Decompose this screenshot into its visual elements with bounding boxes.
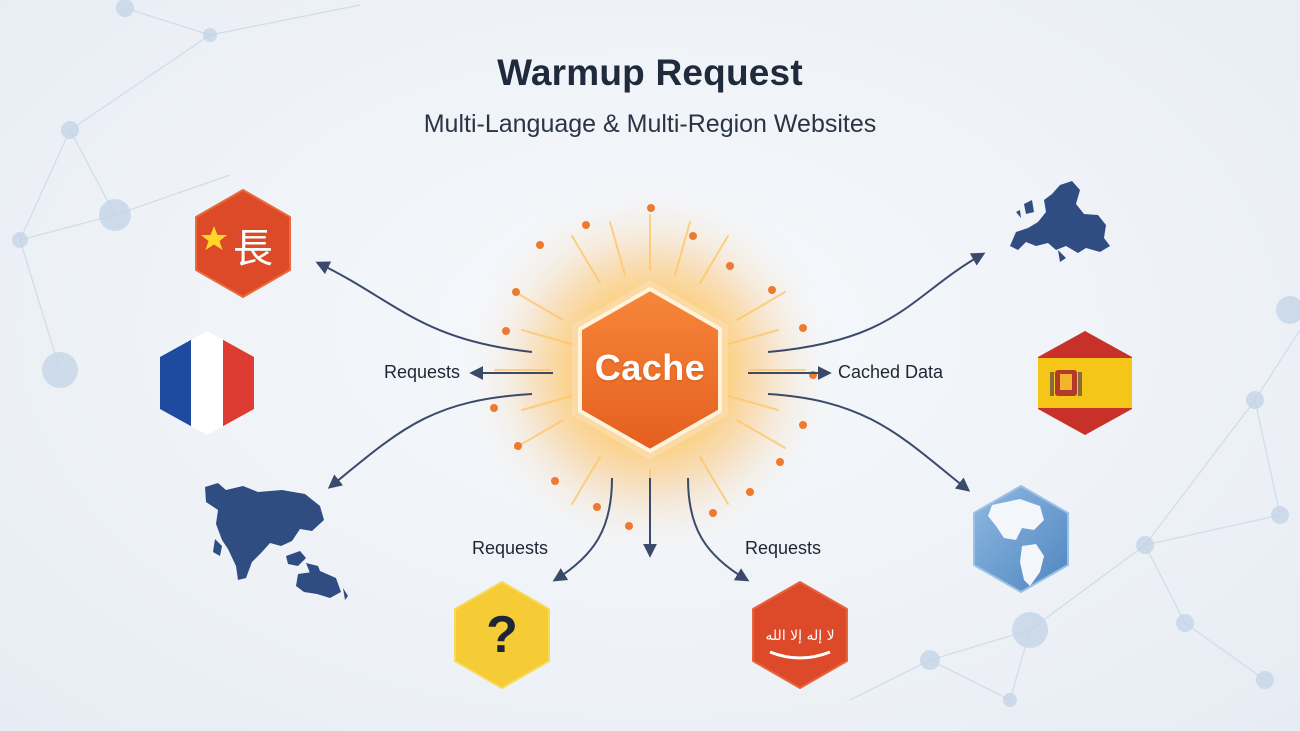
- arrow-to-arabic: [687, 477, 750, 582]
- hub-particles: [490, 204, 817, 530]
- arrows: [315, 252, 986, 582]
- requests-bottom-left-label: Requests: [472, 538, 549, 558]
- arrow-to-europe: [767, 252, 986, 353]
- cached-data-label: Cached Data: [838, 362, 944, 382]
- spain-flag-icon: [1038, 331, 1132, 435]
- background-nodes: [12, 0, 1300, 707]
- page-subtitle: Multi-Language & Multi-Region Websites: [423, 110, 877, 138]
- france-flag-icon: [160, 331, 254, 435]
- cache-hexagon: [578, 287, 722, 453]
- china-glyph: 長: [233, 226, 273, 272]
- china-flag-icon: [195, 189, 291, 298]
- arrow-to-asia: [327, 393, 533, 489]
- question-icon: [454, 581, 550, 689]
- arrow-to-globe: [767, 393, 971, 492]
- arrow-to-china: [315, 261, 533, 353]
- question-glyph: ?: [486, 606, 518, 664]
- cache-hub: [572, 280, 728, 460]
- europe-map-icon: [1010, 181, 1110, 262]
- globe-icon: [973, 485, 1069, 593]
- asia-map-icon: [205, 483, 348, 600]
- requests-left-label: Requests: [384, 362, 461, 382]
- arabic-glyph: لا إله إلا الله: [765, 628, 834, 644]
- requests-bottom-right-label: Requests: [745, 538, 822, 558]
- arrow-to-question: [552, 477, 613, 582]
- cache-label: Cache: [594, 347, 706, 388]
- page-title: Warmup Request: [497, 52, 803, 93]
- arabic-flag-icon: [752, 581, 848, 689]
- hub-rays: [494, 214, 806, 526]
